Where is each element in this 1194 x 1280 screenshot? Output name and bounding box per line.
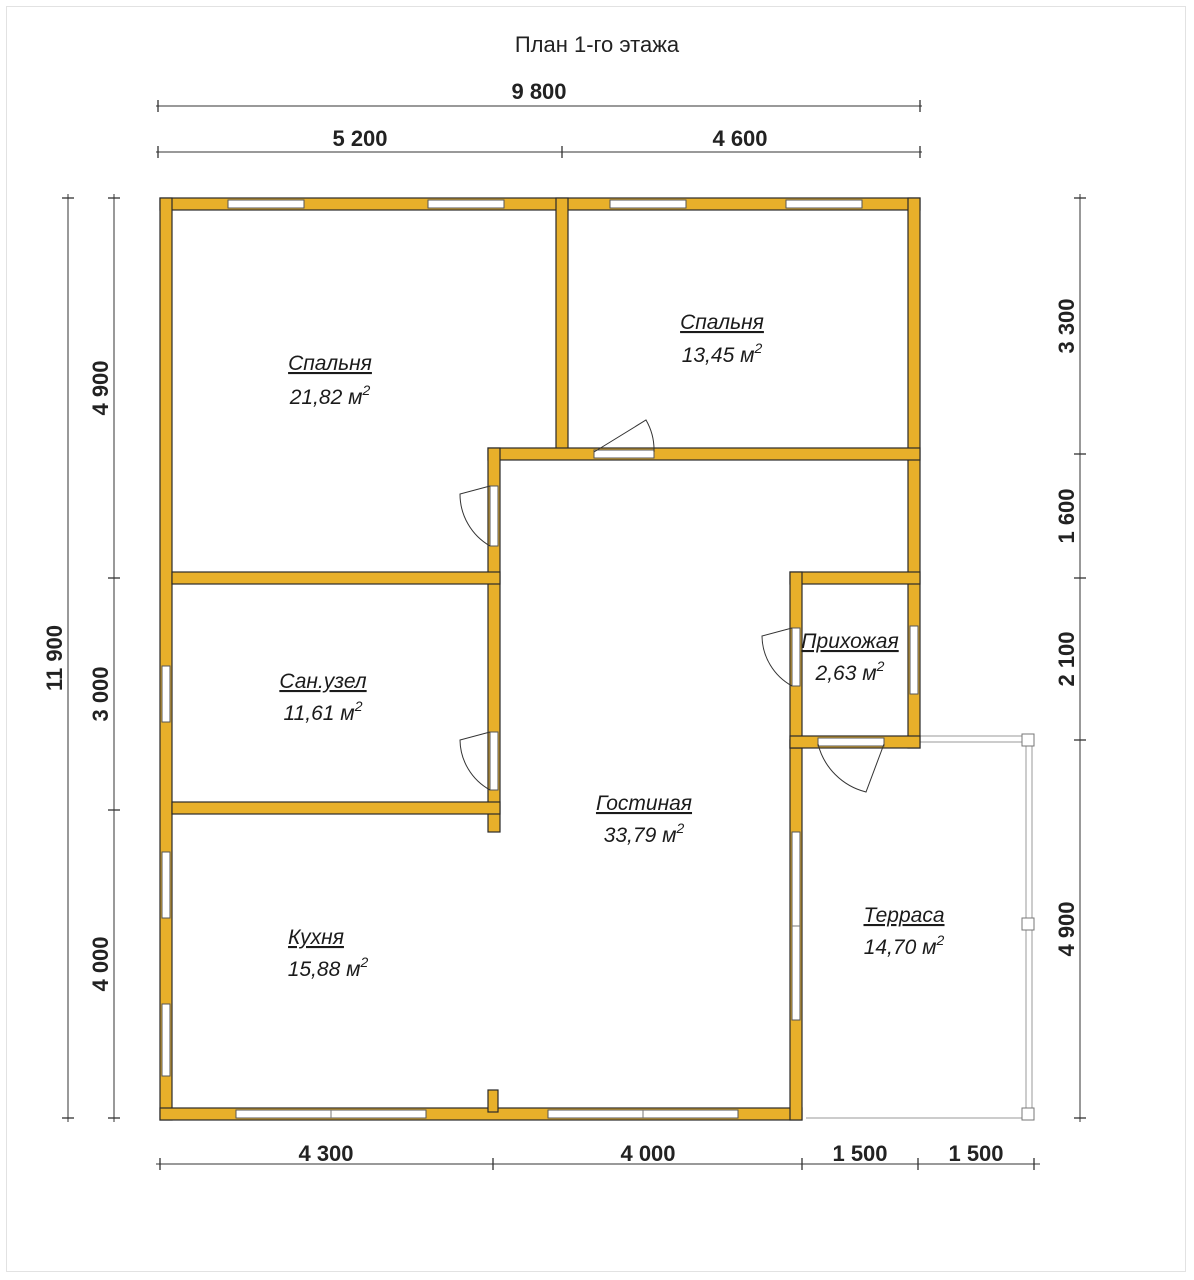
window [227, 199, 305, 209]
room-area: 2,63 м2 [815, 658, 885, 685]
drawing-frame [6, 6, 1186, 1272]
room-area: 13,45 м2 [682, 340, 763, 367]
door-swing [459, 485, 491, 547]
room-area: 21,82 м2 [289, 382, 371, 409]
room-living: Гостиная 33,79 м2 [596, 792, 692, 847]
room-kitchen: Кухня 15,88 м2 [288, 926, 369, 981]
wall-hallway-top [789, 571, 921, 585]
dim-bottom-4-label: 1 500 [948, 1141, 1003, 1166]
wall-bathroom-bottom [171, 801, 501, 815]
window [609, 199, 687, 209]
dim-bottom-1-label: 4 300 [298, 1141, 353, 1166]
room-bedroom-small: Спальня 13,45 м2 [680, 311, 764, 367]
door-opening [593, 449, 655, 459]
walls [159, 197, 921, 1121]
door-opening [817, 737, 885, 747]
terrace-post [1021, 1107, 1035, 1121]
doors [459, 419, 885, 793]
dim-left-total-label: 11 900 [42, 625, 67, 691]
dim-top-right-label: 4 600 [712, 126, 767, 151]
door-swing [761, 627, 793, 687]
room-area: 11,61 м2 [283, 698, 362, 725]
room-bathroom: Сан.узел 11,61 м2 [279, 670, 366, 725]
room-bedroom-large: Спальня 21,82 м2 [288, 352, 372, 409]
door-swing [593, 419, 655, 453]
window [161, 1003, 171, 1077]
room-name: Прихожая [801, 630, 898, 653]
window [427, 199, 505, 209]
door-opening [489, 485, 499, 547]
dim-left-mid-label: 3 000 [88, 666, 113, 721]
windows [161, 199, 919, 1119]
dim-right-mid2-label: 2 100 [1054, 631, 1079, 686]
door-swing [459, 731, 491, 791]
dim-right-mid1-label: 1 600 [1054, 488, 1079, 543]
window [909, 625, 919, 695]
room-hallway: Прихожая 2,63 м2 [801, 630, 898, 685]
door-opening [489, 731, 499, 791]
terrace-post [1021, 733, 1035, 747]
room-name: Терраса [863, 904, 944, 927]
door-swing [817, 743, 885, 793]
terrace-post [1021, 917, 1035, 931]
dimension-top-split: 5 200 4 600 [156, 126, 922, 158]
dimension-left-total: 11 900 [42, 194, 74, 1122]
dimension-left-split: 4 900 3 000 4 000 [88, 194, 120, 1122]
dim-top-left-label: 5 200 [332, 126, 387, 151]
room-name: Спальня [288, 352, 372, 375]
dim-right-top-label: 3 300 [1054, 298, 1079, 353]
wall-bedroom1-bottom [171, 571, 501, 585]
window [785, 199, 863, 209]
room-name: Кухня [288, 926, 344, 949]
room-name: Сан.узел [279, 670, 366, 693]
dim-left-bottom-label: 4 000 [88, 936, 113, 991]
plan-title: План 1-го этажа [515, 32, 680, 57]
dim-top-total-label: 9 800 [511, 79, 566, 104]
dim-bottom-3-label: 1 500 [832, 1141, 887, 1166]
room-terrace: Терраса 14,70 м2 [863, 904, 944, 959]
wall-between-bedrooms [555, 197, 569, 455]
terrace-railing [806, 733, 1035, 1121]
window [161, 851, 171, 919]
room-name: Спальня [680, 311, 764, 334]
dim-left-top-label: 4 900 [88, 360, 113, 415]
room-area: 14,70 м2 [864, 932, 945, 959]
dimension-right: 3 300 1 600 2 100 4 900 [1054, 194, 1086, 1122]
wall-outer-left [159, 197, 173, 1121]
door-opening [791, 627, 801, 687]
room-name: Гостиная [596, 792, 692, 815]
dim-right-bottom-label: 4 900 [1054, 901, 1079, 956]
window [161, 665, 171, 723]
room-area: 33,79 м2 [604, 820, 685, 847]
dimension-bottom: 4 300 4 000 1 500 1 500 [156, 1141, 1040, 1170]
dimension-top-total: 9 800 [156, 79, 922, 112]
room-area: 15,88 м2 [288, 954, 369, 981]
dim-bottom-2-label: 4 000 [620, 1141, 675, 1166]
wall-stub-bottom [487, 1089, 499, 1113]
wall-bedroom2-bottom [487, 447, 921, 461]
